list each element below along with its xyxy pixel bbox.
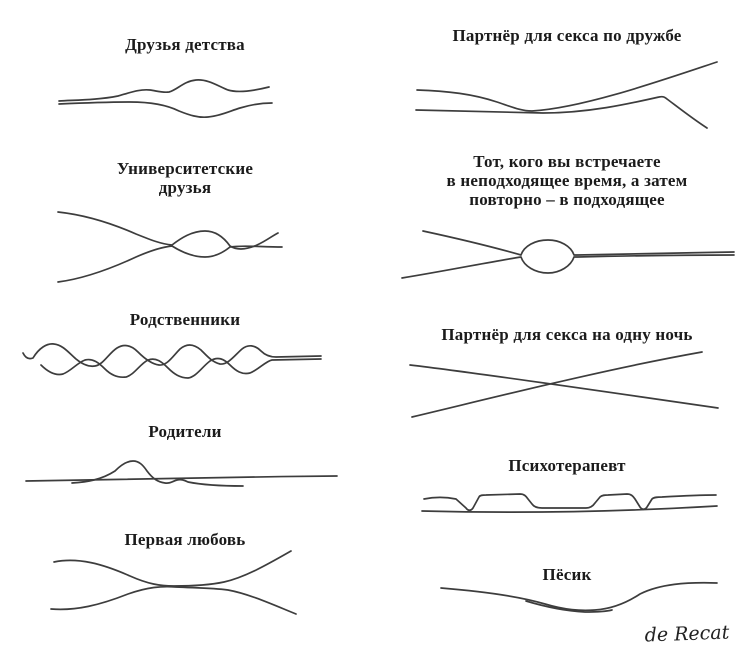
- panel-title-university-friends: Университетские друзья: [116, 159, 254, 197]
- panel-title-childhood-friends: Друзья детства: [125, 35, 245, 54]
- closeness-line-dog: [525, 600, 613, 613]
- panel-title-psychotherapist: Психотерапевт: [508, 456, 626, 475]
- closeness-line-lower: [57, 245, 283, 283]
- closeness-line-upper: [416, 61, 718, 112]
- closeness-line-owner: [440, 581, 718, 612]
- panel-title-first-love: Первая любовь: [124, 530, 246, 549]
- closeness-line-base: [421, 505, 718, 513]
- closeness-line-upper: [53, 550, 292, 587]
- closeness-line-upper: [58, 79, 270, 102]
- childhood-friends-lines: [58, 79, 273, 119]
- closeness-line-lower: [401, 254, 735, 279]
- psychotherapist-lines: [421, 493, 718, 513]
- panel-title-parents: Родители: [148, 422, 222, 441]
- panel-title-doggy: Пёсик: [542, 565, 592, 584]
- closeness-line-upper: [22, 343, 322, 368]
- closeness-line-bump: [71, 460, 244, 487]
- closeness-line-lower: [50, 585, 297, 615]
- closeness-line-base: [25, 475, 338, 482]
- closeness-line-upper: [57, 211, 279, 250]
- one-night-stand-lines: [409, 351, 719, 418]
- relatives-lines: [22, 343, 322, 379]
- friends-with-benefits-lines: [415, 61, 718, 129]
- panel-title-relatives: Родственники: [129, 310, 241, 329]
- closeness-line-descending: [409, 364, 719, 409]
- panel-title-one-night-stand: Партнёр для секса на одну ночь: [441, 325, 693, 344]
- parents-lines: [25, 460, 338, 487]
- closeness-line-lower: [40, 357, 322, 379]
- artist-signature: de Recat: [644, 621, 730, 647]
- closeness-line-upper: [422, 230, 735, 256]
- doggy-lines: [440, 581, 718, 613]
- panel-title-right-person: Тот, кого вы встречаете в неподходящее в…: [446, 152, 688, 209]
- closeness-line-lower: [415, 95, 708, 129]
- panel-title-friends-with-benefits: Партнёр для секса по дружбе: [452, 26, 682, 45]
- closeness-line-ascending: [411, 351, 703, 418]
- closeness-line-sessions: [423, 493, 717, 512]
- right-person-lines: [401, 230, 735, 279]
- closeness-line-lower: [58, 101, 273, 119]
- university-friends-lines: [57, 211, 283, 283]
- first-love-lines: [50, 550, 297, 615]
